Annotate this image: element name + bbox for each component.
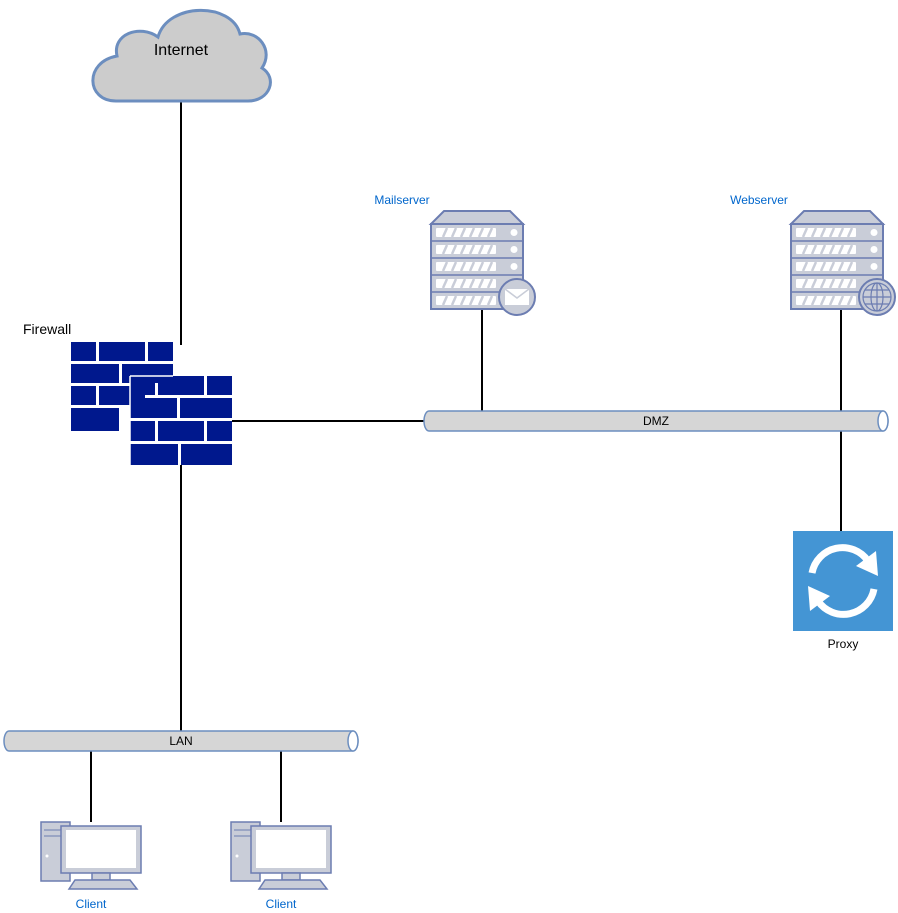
firewall: Firewall	[23, 321, 232, 465]
mailserver-label: Mailserver	[374, 193, 429, 207]
client-1: Client	[40, 821, 142, 911]
globe-icon	[858, 278, 896, 316]
dmz-label: DMZ	[643, 414, 669, 428]
client-1-label: Client	[76, 897, 107, 911]
proxy: Proxy	[793, 531, 893, 651]
client-2-label: Client	[266, 897, 297, 911]
cloud-icon	[91, 8, 272, 103]
internet-label: Internet	[154, 42, 209, 59]
envelope-icon	[498, 278, 536, 316]
lan-label: LAN	[169, 734, 192, 748]
dmz-bus: DMZ	[423, 410, 889, 432]
lan-bus: LAN	[3, 730, 359, 752]
desktop-computer-icon	[40, 821, 142, 890]
mailserver: Mailserver	[374, 193, 536, 316]
refresh-icon	[808, 544, 878, 618]
webserver-label: Webserver	[730, 193, 788, 207]
firewall-label: Firewall	[23, 321, 71, 337]
mail-server-icon	[428, 210, 536, 316]
connections	[90, 100, 842, 822]
internet-cloud: Internet	[91, 8, 272, 103]
client-2: Client	[230, 821, 332, 911]
webserver: Webserver	[730, 193, 896, 316]
firewall-icon	[71, 342, 232, 465]
desktop-computer-icon	[230, 821, 332, 890]
web-server-icon	[788, 210, 896, 316]
proxy-label: Proxy	[828, 637, 859, 651]
